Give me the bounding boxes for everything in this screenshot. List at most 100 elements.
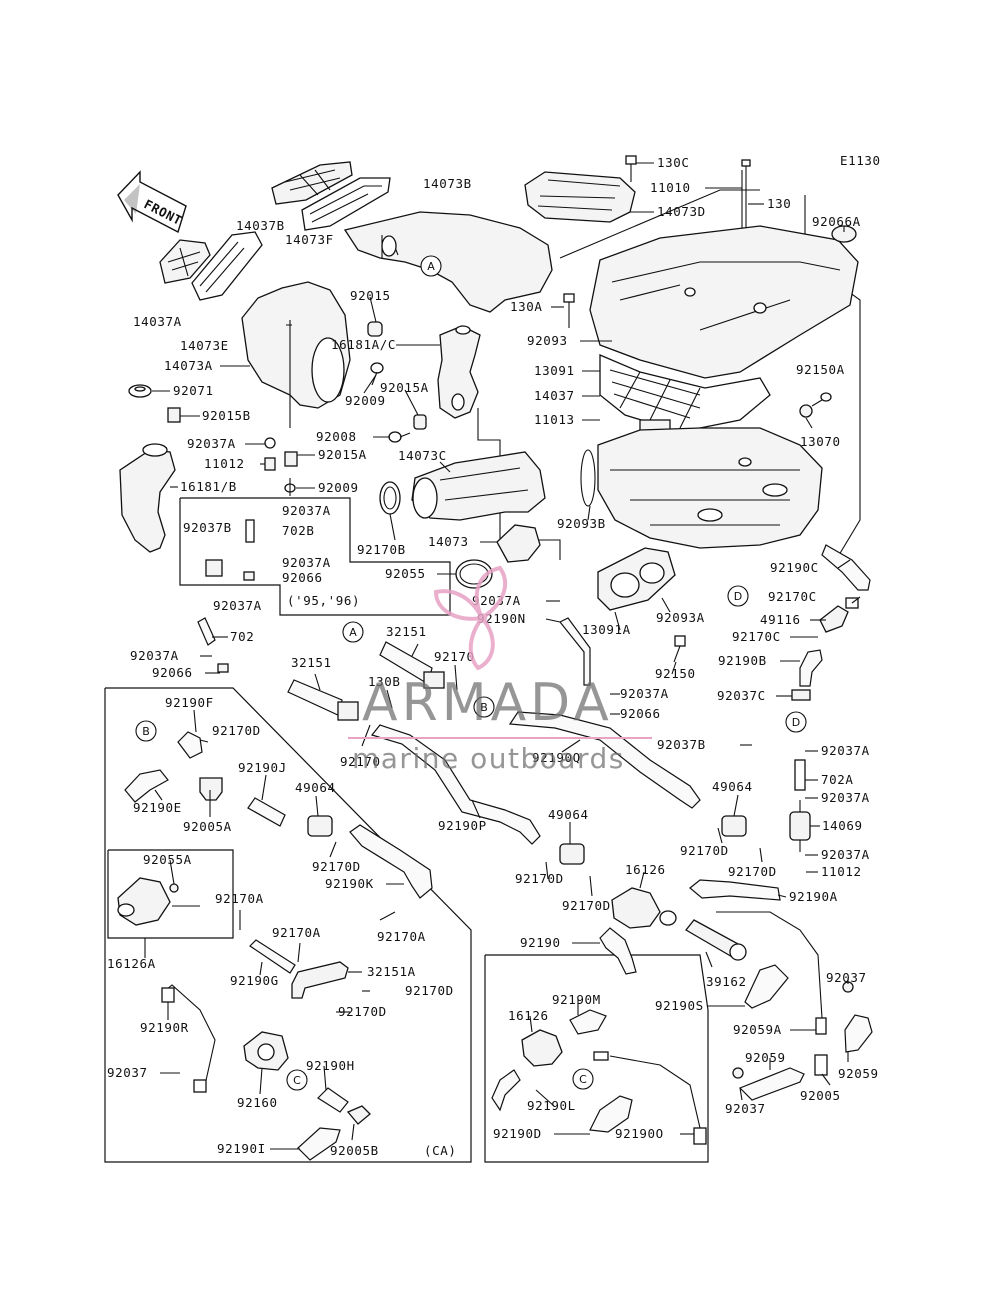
hose-92190N: [559, 617, 591, 686]
bolt-130A: [563, 293, 575, 328]
label-92037C: 92037C: [717, 688, 766, 703]
callouts: A A B B C C D D: [135, 255, 807, 1091]
label-92066-3: 92066: [620, 706, 661, 721]
label-92190A: 92190A: [789, 889, 838, 904]
thermostat-16126: [611, 887, 677, 929]
label-92037A-1: 92037A: [187, 436, 236, 451]
callout-C-right: C: [579, 1073, 587, 1086]
label-92059A: 92059A: [733, 1022, 782, 1037]
label-14073B: 14073B: [423, 176, 472, 191]
variant-parts: [197, 519, 255, 673]
label-39162: 39162: [706, 974, 747, 989]
label-92190C: 92190C: [770, 560, 819, 575]
label-92037A-2: 92037A: [282, 503, 331, 518]
label-92190O: 92190O: [615, 1126, 664, 1141]
label-92066A: 92066A: [812, 214, 861, 229]
label-92190Q: 92190Q: [532, 750, 581, 765]
parts-small-left: [264, 437, 298, 496]
air-box-cover-92093: [589, 225, 859, 379]
label-92055: 92055: [385, 566, 426, 581]
collar-92015A: [413, 414, 427, 430]
grommet-13070: [799, 404, 813, 418]
label-region-note: (CA): [424, 1143, 457, 1158]
label-92059-2: 92059: [838, 1066, 879, 1081]
label-49116: 49116: [760, 612, 801, 627]
label-92015A: 92015A: [380, 380, 429, 395]
label-92170D-1: 92170D: [212, 723, 261, 738]
damper-49064-c: [721, 815, 747, 837]
label-11012-1: 11012: [204, 456, 245, 471]
label-92037A-3: 92037A: [282, 555, 331, 570]
part-labels: E1130 130C 11010 130 14073B 14037B 14073…: [107, 153, 881, 1158]
label-14073E: 14073E: [180, 338, 229, 353]
label-92190D: 92190D: [493, 1126, 542, 1141]
callout-C-left: C: [293, 1074, 301, 1087]
label-92170A-2: 92170A: [377, 929, 426, 944]
label-92066-1: 92066: [282, 570, 323, 585]
label-14073A: 14073A: [164, 358, 213, 373]
label-49064-3: 49064: [712, 779, 753, 794]
long-bolt-130: [741, 159, 751, 236]
label-92170D-4: 92170D: [515, 871, 564, 886]
label-92037A-10: 92037A: [821, 847, 870, 862]
label-92170D-8: 92170D: [338, 1004, 387, 1019]
label-92037A-4: 92037A: [213, 598, 262, 613]
pipe-32151-1: [379, 641, 445, 689]
label-130B: 130B: [368, 674, 401, 689]
label-92170C-2: 92170C: [732, 629, 781, 644]
label-92190F: 92190F: [165, 695, 214, 710]
label-14073F: 14073F: [285, 232, 334, 247]
duct-14073C: [411, 451, 546, 521]
label-92160: 92160: [237, 1095, 278, 1110]
plate-13091A: [597, 547, 676, 611]
label-92008: 92008: [316, 429, 357, 444]
label-92009a: 92009: [345, 393, 386, 408]
label-32151A: 32151A: [367, 964, 416, 979]
o-ring-92093B: [580, 449, 596, 507]
filter-14037B: [271, 161, 353, 205]
label-92190B: 92190B: [718, 653, 767, 668]
label-92037A-9: 92037A: [821, 790, 870, 805]
label-92037A-8: 92037A: [821, 743, 870, 758]
label-702A: 702A: [821, 772, 854, 787]
label-13091: 13091: [534, 363, 575, 378]
hose-92190A: [689, 879, 781, 901]
label-11012-2: 11012: [821, 864, 862, 879]
label-14069: 14069: [822, 818, 863, 833]
label-92170C-1: 92170C: [768, 589, 817, 604]
filter-39162: [685, 919, 747, 961]
label-92055A: 92055A: [143, 852, 192, 867]
label-130C: 130C: [657, 155, 690, 170]
label-92170A-1: 92170A: [215, 891, 264, 906]
callout-B-mid: B: [480, 701, 488, 714]
hose-92190P: [370, 724, 541, 845]
front-arrow: FRONT: [117, 170, 187, 234]
label-11010: 11010: [650, 180, 691, 195]
cap-14073: [496, 524, 541, 563]
label-49064-2: 49064: [548, 807, 589, 822]
watermark-tagline: marine outboards: [352, 742, 625, 775]
hose-702A: [794, 759, 806, 791]
pipe-32151-2: [287, 679, 359, 721]
hose-92190S: [744, 964, 789, 1009]
label-92190M: 92190M: [552, 992, 601, 1007]
label-92015A-2: 92015A: [318, 447, 367, 462]
label-92190: 92190: [520, 935, 561, 950]
label-92150: 92150: [655, 666, 696, 681]
bolt-130C: [625, 155, 637, 182]
hose-92190B: [799, 649, 823, 687]
duct-14073A: [241, 281, 351, 428]
label-92190H: 92190H: [306, 1058, 355, 1073]
label-92190L: 92190L: [527, 1098, 576, 1113]
grommet-92015: [367, 321, 383, 337]
label-14073: 14073: [428, 534, 469, 549]
label-14037: 14037: [534, 388, 575, 403]
filter-14037A: [159, 239, 211, 284]
label-92170A-3: 92170A: [272, 925, 321, 940]
label-16181B: 16181/B: [180, 479, 237, 494]
filter-14069: [789, 800, 811, 852]
diagram-code: E1130: [840, 153, 881, 168]
label-92190P: 92190P: [438, 818, 487, 833]
label-49064-1: 49064: [295, 780, 336, 795]
